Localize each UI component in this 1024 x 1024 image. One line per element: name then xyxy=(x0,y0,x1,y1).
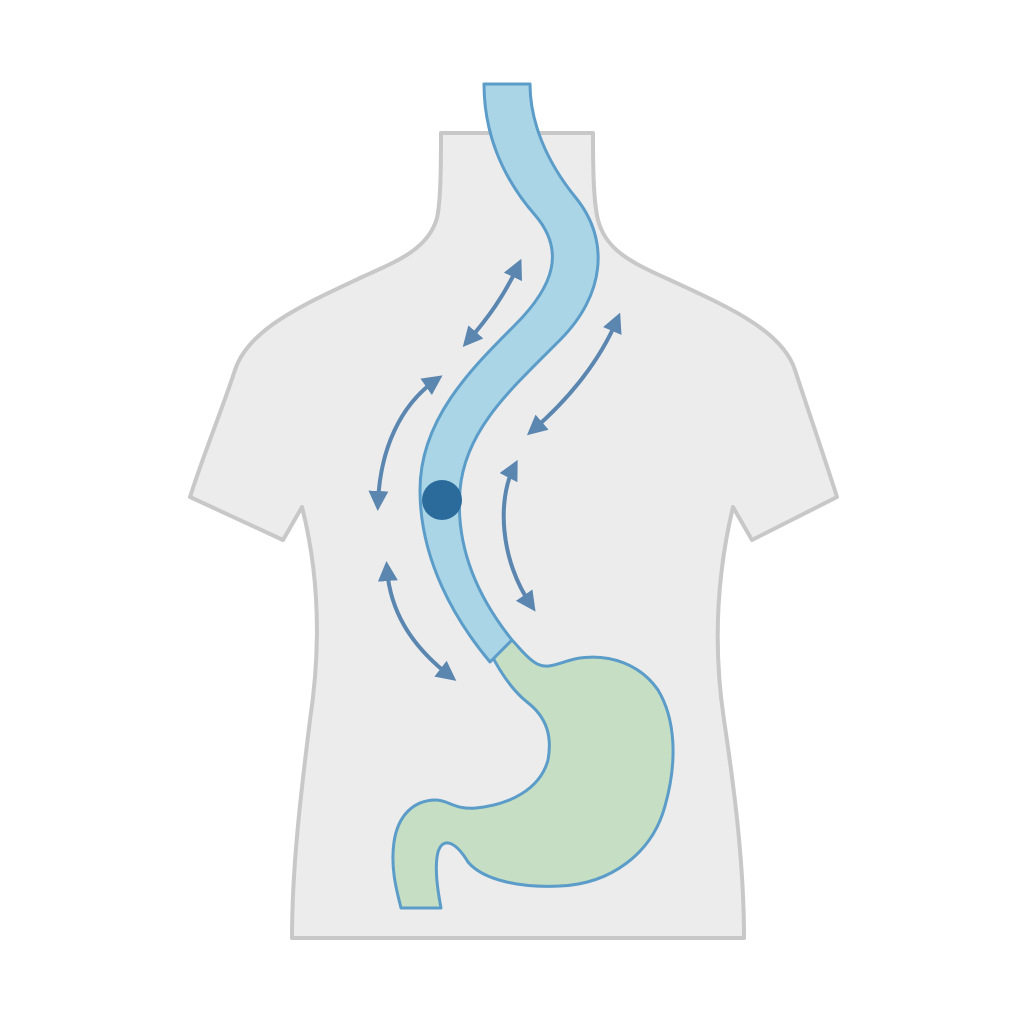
esophagus xyxy=(418,82,600,664)
food-bolus-dot xyxy=(422,480,462,520)
double-headed-curved-arrow xyxy=(377,561,457,681)
double-headed-curved-arrow xyxy=(526,312,622,436)
double-headed-curved-arrow xyxy=(368,375,443,511)
stomach xyxy=(391,638,675,910)
double-headed-curved-arrow xyxy=(499,459,536,612)
peristalsis-arrows xyxy=(368,258,622,681)
double-headed-curved-arrow xyxy=(462,258,522,348)
